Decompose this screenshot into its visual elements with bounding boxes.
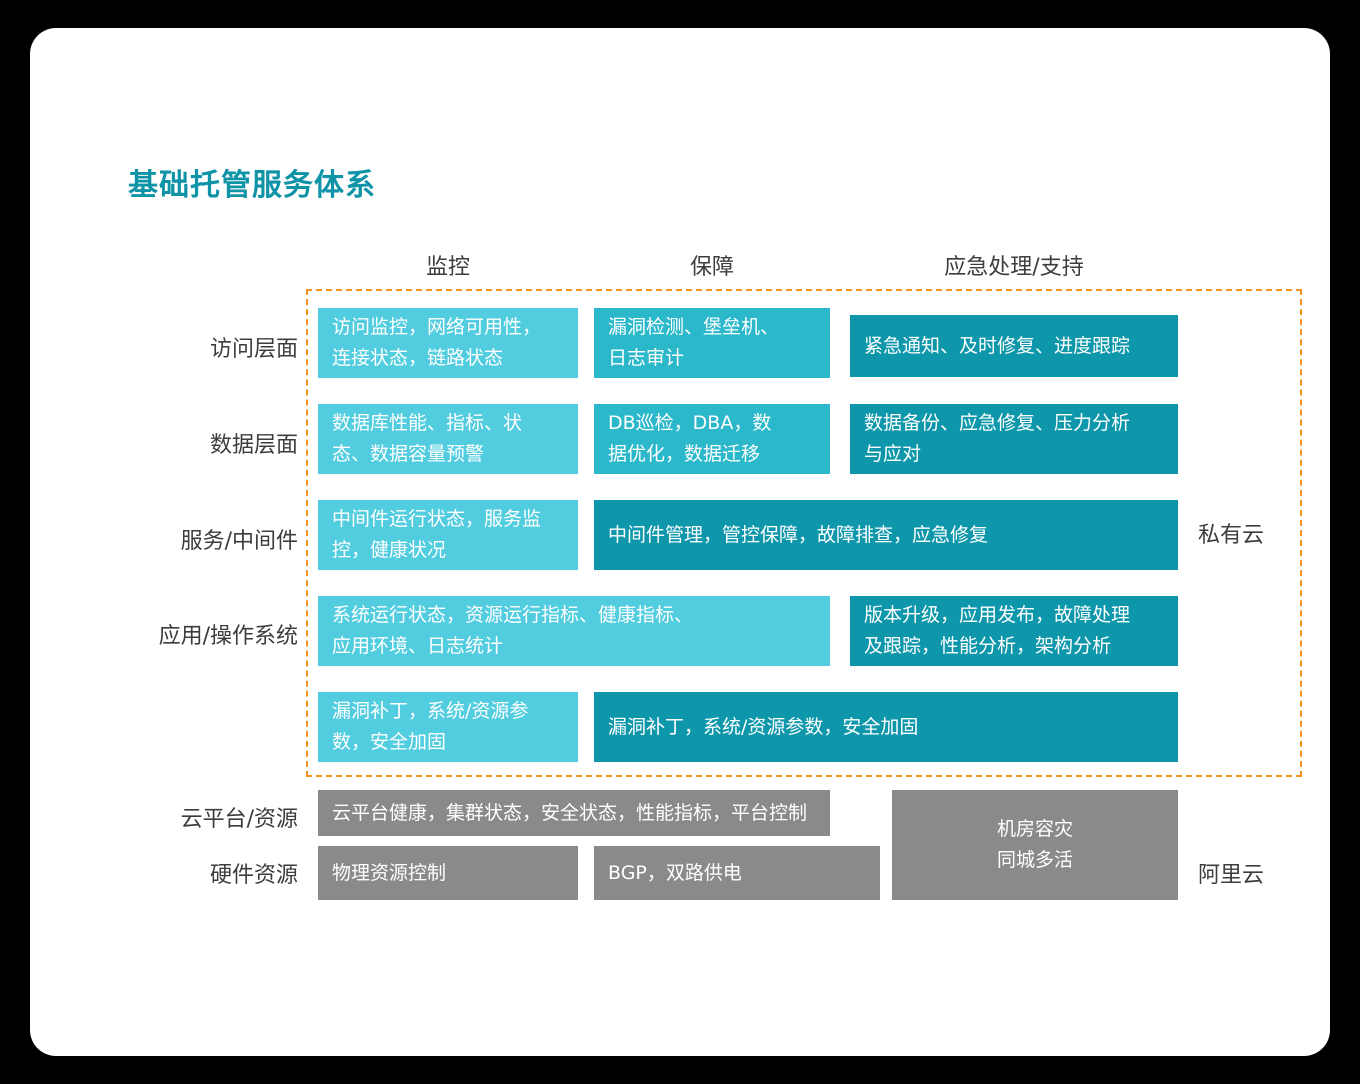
side-label-private-cloud: 私有云 [1198,523,1265,548]
cell-line: 中间件运行状态，服务监 [332,508,542,530]
side-label-alibaba-cloud: 阿里云 [1198,863,1265,888]
cell-line: 数据库性能、指标、状 [332,412,523,434]
cell-application-monitoring-assurance: 系统运行状态，资源运行指标、健康指标、 应用环境、日志统计 [318,596,830,666]
cell-line: 连接状态，链路状态 [332,347,504,369]
row-label-application: 应用/操作系统 [158,624,298,649]
cell-data-emergency: 数据备份、应急修复、压力分析 与应对 [850,404,1178,474]
row-label-access: 访问层面 [209,337,298,362]
cell-line: 漏洞补丁，系统/资源参 [332,700,529,722]
column-header-emergency: 应急处理/支持 [944,255,1084,280]
cell-line: 漏洞补丁，系统/资源参数，安全加固 [608,715,919,738]
column-header-assurance: 保障 [689,255,734,280]
cell-data-assurance: DB巡检，DBA，数 据优化，数据迁移 [594,404,830,474]
row-label-hardware: 硬件资源 [209,863,298,888]
row-label-data: 数据层面 [209,433,298,458]
cell-line: 同城多活 [996,849,1073,871]
cell-line: 数，安全加固 [332,731,447,753]
cell-line: 系统运行状态，资源运行指标、健康指标、 [332,604,694,626]
row-label-cloud-platform: 云平台/资源 [180,807,298,832]
cell-security-monitoring: 漏洞补丁，系统/资源参 数，安全加固 [318,692,578,762]
cell-hardware-assurance: BGP，双路供电 [594,846,880,900]
cell-line: BGP，双路供电 [608,861,742,884]
cell-cloud-platform-emergency: 机房容灾 同城多活 [892,790,1178,900]
cell-line: 应用环境、日志统计 [332,635,504,657]
cell-line: 日志审计 [608,347,685,369]
cell-security-assurance-emergency: 漏洞补丁，系统/资源参数，安全加固 [594,692,1178,762]
cell-data-monitoring: 数据库性能、指标、状 态、数据容量预警 [318,404,578,474]
row-label-service: 服务/中间件 [180,529,298,554]
cell-access-assurance: 漏洞检测、堡垒机、 日志审计 [594,308,830,378]
cell-line: 中间件管理，管控保障，故障排查，应急修复 [608,523,989,546]
cell-cloud-platform-monitoring: 云平台健康，集群状态，安全状态，性能指标，平台控制 [318,790,830,836]
cell-access-emergency: 紧急通知、及时修复、进度跟踪 [850,315,1178,377]
cell-line: 据优化，数据迁移 [608,443,761,465]
cell-application-emergency: 版本升级，应用发布，故障处理 及跟踪，性能分析，架构分析 [850,596,1178,666]
cell-access-monitoring: 访问监控，网络可用性， 连接状态，链路状态 [318,308,578,378]
cell-service-assurance-emergency: 中间件管理，管控保障，故障排查，应急修复 [594,500,1178,570]
content-card: 基础托管服务体系 监控 保障 应急处理/支持 访问层面 数据层面 服务/中间件 … [30,28,1330,1056]
cell-line: 控，健康状况 [332,539,447,561]
cell-hardware-monitoring: 物理资源控制 [318,846,578,900]
cell-line: 机房容灾 [996,818,1073,840]
cell-service-monitoring: 中间件运行状态，服务监 控，健康状况 [318,500,578,570]
cell-line: 态、数据容量预警 [332,443,485,465]
cell-line: 版本升级，应用发布，故障处理 [864,604,1131,626]
cell-line: 访问监控，网络可用性， [332,316,542,338]
cell-line: 云平台健康，集群状态，安全状态，性能指标，平台控制 [332,801,808,824]
page-title: 基础托管服务体系 [128,168,376,203]
private-cloud-zone [306,289,1302,777]
cell-line: 及跟踪，性能分析，架构分析 [864,635,1112,657]
cell-line: 与应对 [864,443,922,465]
cell-line: 物理资源控制 [332,861,447,884]
cell-line: 漏洞检测、堡垒机、 [608,316,780,338]
column-header-monitoring: 监控 [425,255,470,280]
cell-line: 紧急通知、及时修复、进度跟踪 [864,334,1131,357]
cell-line: DB巡检，DBA，数 [608,412,772,434]
cell-line: 数据备份、应急修复、压力分析 [864,412,1131,434]
